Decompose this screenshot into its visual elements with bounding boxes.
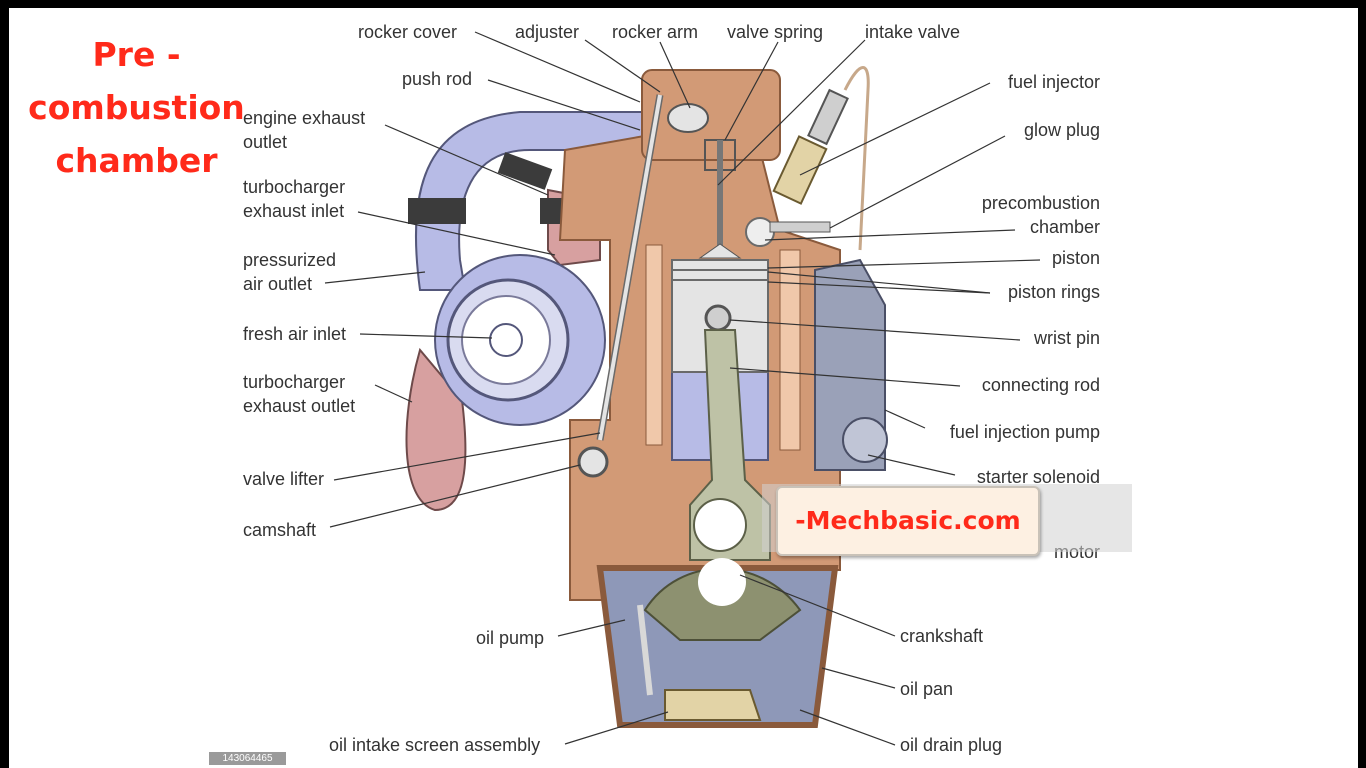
fuel-injector xyxy=(772,66,870,251)
label-valve-spring: valve spring xyxy=(727,22,824,42)
stock-image-id: 143064465 xyxy=(209,752,286,765)
label-oil-drain-plug: oil drain plug xyxy=(900,735,1003,755)
label-oil-pan: oil pan xyxy=(900,679,954,699)
label-push-rod: push rod xyxy=(402,69,473,89)
oil-pan xyxy=(596,558,839,728)
label-piston: piston xyxy=(1051,248,1100,268)
label-rocker-cover: rocker cover xyxy=(358,22,458,42)
label-oil-intake-screen-assembly: oil intake screen assembly xyxy=(329,735,541,755)
label-oil-pump: oil pump xyxy=(476,628,545,648)
slide-title: Pre - combustion chamber xyxy=(24,28,249,187)
label-adjuster: adjuster xyxy=(515,22,580,42)
label-intake-valve: intake valve xyxy=(865,22,961,42)
precombustion-chamber xyxy=(745,217,831,247)
turbocharger-compressor xyxy=(434,254,606,426)
label-piston-rings: piston rings xyxy=(1007,282,1100,302)
fuel-injection-pump xyxy=(814,258,888,471)
glow-plug xyxy=(769,221,831,233)
title-line: combustion xyxy=(28,88,245,127)
label-fresh-air-inlet: fresh air inlet xyxy=(243,324,347,344)
label-starter-solenoid: starter solenoid xyxy=(976,467,1100,487)
label-glow-plug: glow plug xyxy=(1023,120,1100,140)
connecting-rod xyxy=(689,329,771,561)
leader-lines xyxy=(324,31,1041,746)
label-camshaft: camshaft xyxy=(243,520,317,540)
label-connecting-rod: connecting rod xyxy=(981,375,1100,395)
title-line: chamber xyxy=(55,141,218,180)
label-valve-lifter: valve lifter xyxy=(243,469,325,489)
oil-intake-screen xyxy=(664,689,762,721)
label-wrist-pin: wrist pin xyxy=(1033,328,1100,348)
label-fuel-injector: fuel injector xyxy=(1007,72,1100,92)
watermark-label: -Mechbasic.com xyxy=(776,486,1040,556)
label-crankshaft: crankshaft xyxy=(900,626,984,646)
title-line: Pre - xyxy=(92,35,181,74)
label-fuel-injection-pump: fuel injection pump xyxy=(949,422,1100,442)
label-rocker-arm: rocker arm xyxy=(612,22,699,42)
camshaft xyxy=(577,446,609,478)
